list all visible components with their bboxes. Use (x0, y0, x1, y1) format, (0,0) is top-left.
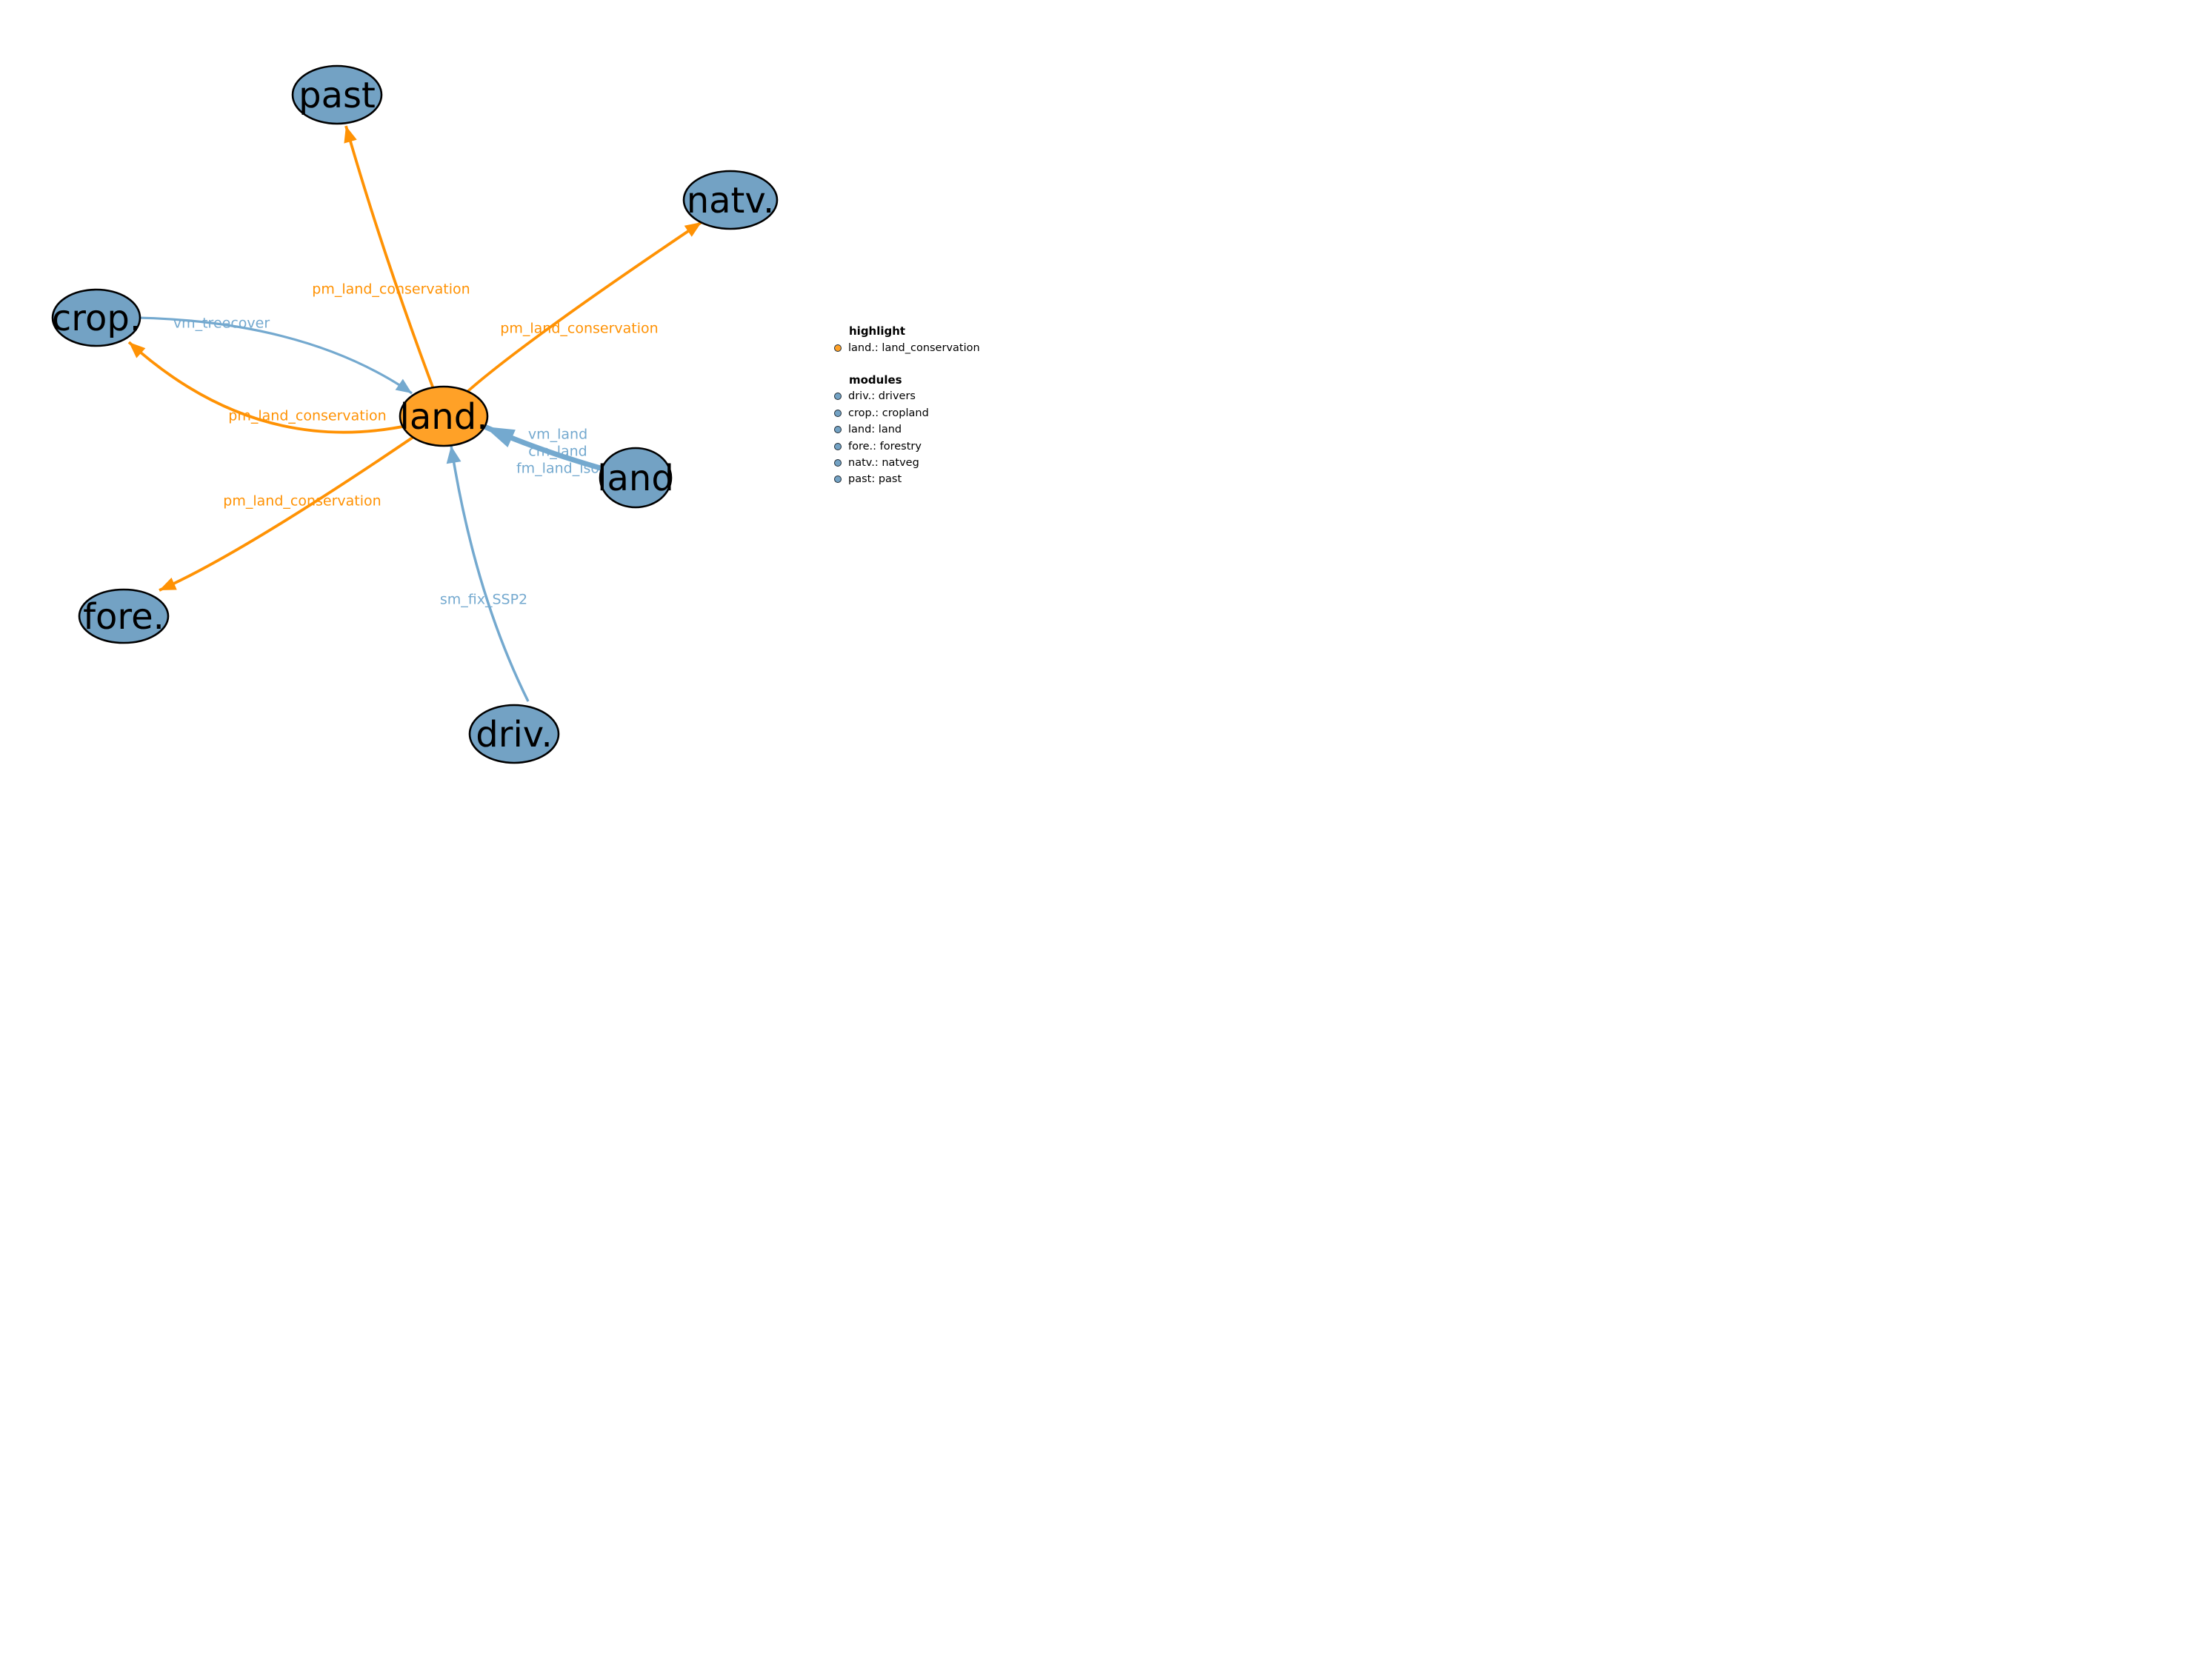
legend-highlight-section: highlight land.: land_conservation (834, 323, 1101, 356)
edge-land_conservation-fore (159, 415, 445, 592)
arrowhead-crop-land_conservation (395, 378, 412, 393)
node-label-land_conservation: land. (400, 396, 488, 438)
legend-item: land: land (834, 421, 1101, 438)
module-dot-icon (834, 442, 842, 450)
node-land_conservation (399, 385, 489, 447)
arrowhead-land_conservation-past (344, 126, 357, 144)
edge-land_conservation-past (344, 125, 445, 417)
legend-item-label: natv.: natveg (848, 456, 919, 469)
node-fore (78, 588, 170, 644)
edge-label-land_conservation-past: pm_land_conservation (312, 281, 470, 298)
legend-item: fore.: forestry (834, 438, 1101, 454)
edge-label-crop-land_conservation: vm_treecover (173, 316, 270, 332)
edge-land_conservation-crop (127, 341, 444, 434)
legend-item-label: land.: land_conservation (848, 341, 980, 354)
node-label-land: land (597, 458, 674, 499)
module-dot-icon (834, 458, 842, 467)
node-driv (468, 704, 560, 764)
edge-driv-land_conservation (450, 445, 530, 702)
legend: highlight land.: land_conservation modul… (834, 323, 1101, 488)
legend-item-label: crop.: cropland (848, 407, 929, 419)
legend-item: natv.: natveg (834, 455, 1101, 471)
module-dot-icon (834, 393, 842, 401)
legend-item-label: past: past (848, 473, 902, 486)
legend-modules-list: driv.: drivers crop.: cropland land: land f… (834, 388, 1101, 487)
node-label-crop: crop. (52, 298, 141, 339)
legend-highlight-title: highlight (849, 324, 906, 338)
edge-label-driv-land_conservation: sm_fix_SSP2 (440, 592, 527, 608)
node-label-driv: driv. (476, 714, 552, 755)
legend-modules-section: modules driv.: drivers crop.: cropland lan… (834, 372, 1101, 488)
module-dependency-figure: past natv. crop. land. land fore. driv. pm_land… (0, 0, 1106, 830)
node-label-natv: natv. (687, 180, 775, 221)
arrowhead-land_conservation-crop (129, 342, 146, 358)
node-natv (682, 170, 779, 230)
node-land (599, 447, 673, 509)
edge-label-land_conservation-natv: pm_land_conservation (500, 321, 658, 337)
arrowhead-land_conservation-fore (159, 577, 177, 590)
legend-item: land.: land_conservation (834, 339, 1101, 356)
module-dot-icon (834, 409, 842, 417)
module-dot-icon (834, 426, 842, 434)
legend-modules-title: modules (849, 373, 902, 387)
edge-label-land_conservation-crop: pm_land_conservation (228, 408, 386, 424)
node-past (291, 64, 383, 125)
legend-item: past: past (834, 471, 1101, 487)
node-label-past: past (299, 75, 376, 116)
module-dot-icon (834, 475, 842, 484)
legend-item: driv.: drivers (834, 388, 1101, 404)
arrowhead-land_conservation-natv (684, 222, 702, 237)
legend-item-label: driv.: drivers (848, 390, 916, 403)
module-dependency-graph: past natv. crop. land. land fore. driv. pm_land… (51, 64, 779, 764)
legend-item: crop.: cropland (834, 405, 1101, 421)
edge-land_conservation-natv (442, 221, 703, 418)
arrowhead-land-land_conservation (484, 427, 516, 447)
arrowhead-driv-land_conservation (446, 446, 462, 464)
highlight-dot-icon (834, 344, 842, 352)
edge-crop-land_conservation (96, 316, 413, 395)
legend-item-label: land: land (848, 424, 902, 436)
legend-item-label: fore.: forestry (848, 440, 922, 453)
node-crop (51, 288, 141, 347)
legend-highlight-list: land.: land_conservation (834, 339, 1101, 356)
edge-label-land_conservation-fore: pm_land_conservation (223, 493, 381, 510)
node-label-fore: fore. (83, 596, 164, 638)
